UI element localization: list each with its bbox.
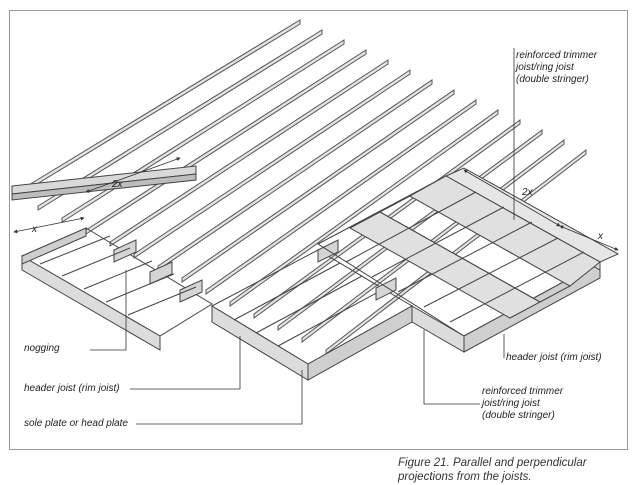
label-line: reinforced trimmer xyxy=(516,50,598,61)
label-line: reinforced trimmer xyxy=(482,386,564,397)
label-header-joist-left: header joist (rim joist) xyxy=(24,383,120,394)
dimension-lines xyxy=(13,157,619,251)
label-line: joist/ring joist xyxy=(482,398,540,409)
dim-right-2x: 2x xyxy=(521,187,534,198)
label-header-joist-right: header joist (rim joist) xyxy=(506,352,602,363)
dim-right-x: x xyxy=(597,231,604,242)
label-sole-plate: sole plate or head plate xyxy=(24,418,128,429)
label-line: (double stringer) xyxy=(482,410,555,421)
leader-lines xyxy=(90,48,515,425)
figure-caption: Figure 21. Parallel and perpendicular pr… xyxy=(398,457,587,483)
label-nogging: nogging xyxy=(24,343,60,354)
joist xyxy=(229,109,499,307)
label-line: (double stringer) xyxy=(516,74,589,85)
joist xyxy=(181,89,455,283)
left-projection xyxy=(11,165,213,351)
dim-left-x: x xyxy=(31,224,38,235)
label-reinforced-trimmer-top: reinforced trimmer joist/ring joist (dou… xyxy=(516,50,597,86)
joist xyxy=(109,59,389,247)
label-reinforced-trimmer-bottom: reinforced trimmer joist/ring joist (dou… xyxy=(482,386,563,422)
joist xyxy=(205,99,477,295)
dim-left-2x: 2x xyxy=(111,179,124,190)
label-line: joist/ring joist xyxy=(516,62,574,73)
middle-projection xyxy=(210,239,414,381)
